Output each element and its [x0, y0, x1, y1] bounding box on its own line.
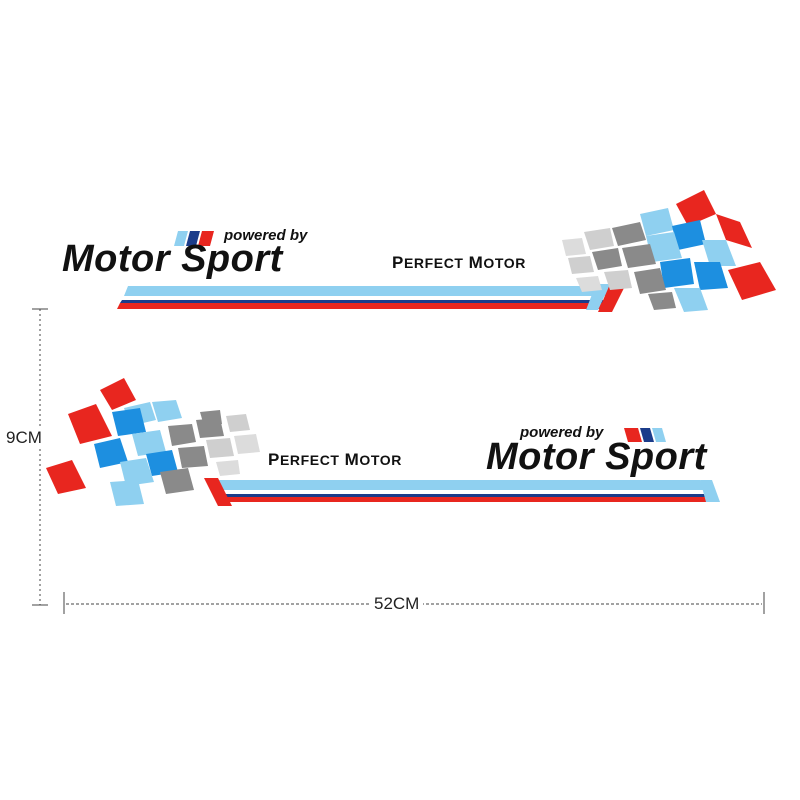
top-stripe-end-blue	[586, 284, 610, 310]
top-mini-stripe-blue	[174, 231, 188, 246]
bottom-stripe-dark-blue	[216, 494, 708, 497]
top-stripe-red	[117, 303, 608, 309]
top-stripe-white	[122, 296, 612, 300]
bottom-stripe-light-blue	[210, 480, 704, 490]
top-brand-title: Motor Sport	[62, 238, 283, 280]
top-stripe-end-red	[598, 284, 626, 312]
top-tagline: powered by	[224, 227, 308, 244]
bottom-stripe-end-blue	[700, 480, 720, 502]
bottom-perfect-motor: PERFECT MOTOR	[268, 450, 402, 469]
top-stripe-light-blue	[124, 286, 616, 296]
height-label: 9CM	[2, 428, 46, 448]
bottom-mini-stripe-red	[624, 428, 642, 442]
height-dimension-line	[32, 308, 48, 606]
bottom-stripe-start-red	[204, 478, 232, 506]
top-checkered-flag	[562, 190, 776, 312]
bottom-tagline: powered by	[520, 424, 604, 441]
top-mini-stripe-red	[198, 231, 214, 246]
bottom-mini-stripe-dark	[640, 428, 654, 442]
bottom-stripe-red	[218, 497, 710, 502]
top-perfect-motor: PERFECT MOTOR	[392, 253, 526, 272]
bottom-checkered-flag	[46, 378, 260, 506]
bottom-stripe-white	[214, 490, 706, 494]
bottom-mini-stripe-blue	[652, 428, 666, 442]
width-label: 52CM	[370, 594, 424, 614]
top-stripe-dark-blue	[120, 300, 610, 303]
bottom-brand-title: Motor Sport	[486, 436, 707, 478]
top-mini-stripe-dark	[186, 231, 200, 246]
